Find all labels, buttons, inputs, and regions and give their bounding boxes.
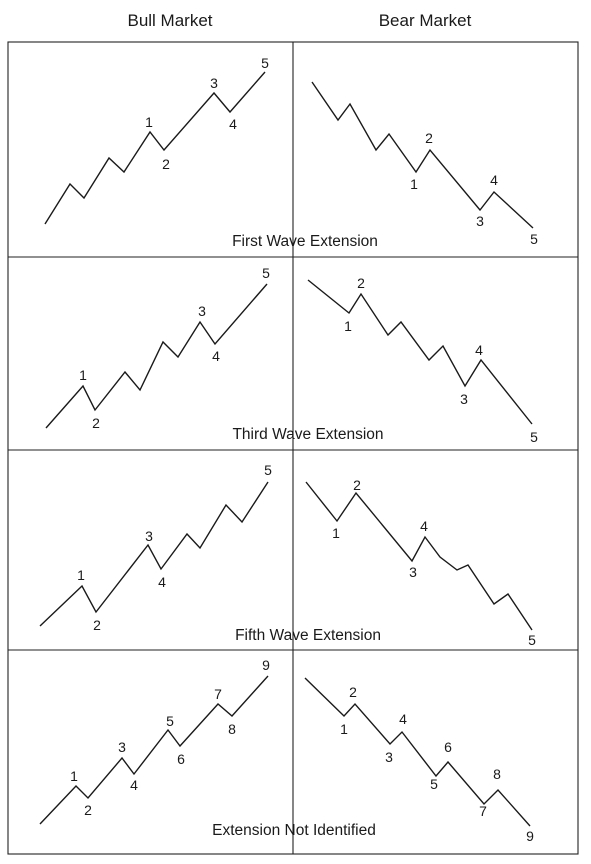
wave-label: 5: [530, 231, 538, 247]
wave-label: 9: [262, 657, 270, 673]
wave-label: 2: [349, 684, 357, 700]
wave-label: 2: [357, 275, 365, 291]
wave-label: 7: [479, 803, 487, 819]
wave-label: 4: [130, 777, 138, 793]
wave-label: 4: [229, 116, 237, 132]
wave-label: 6: [444, 739, 452, 755]
wave-label: 1: [77, 567, 85, 583]
wave-label: 8: [228, 721, 236, 737]
wave-label: 7: [214, 686, 222, 702]
panel-fifth-wave-extension: 1 2 3 4 5 1 2 3 4 5 Fifth Wave Extension: [39, 462, 536, 648]
wave-label: 4: [399, 711, 407, 727]
wave-label: 1: [70, 768, 78, 784]
wave-label: 4: [490, 172, 498, 188]
wave-label: 5: [430, 776, 438, 792]
wave-label: 5: [264, 462, 272, 478]
wave-label: 8: [493, 766, 501, 782]
panel-extension-not-identified: 1 2 3 4 5 6 7 8 9 1 2 3 4 5 6 7 8 9 Exte…: [39, 657, 534, 844]
panel-title: Third Wave Extension: [232, 426, 383, 443]
wave-label: 5: [261, 55, 269, 71]
bear-wave-line: [311, 81, 534, 229]
wave-label: 3: [385, 749, 393, 765]
bear-wave-line: [307, 279, 533, 425]
wave-label: 1: [410, 176, 418, 192]
wave-label: 2: [353, 477, 361, 493]
wave-label: 2: [84, 802, 92, 818]
panel-title: Extension Not Identified: [212, 822, 376, 839]
wave-label: 1: [145, 114, 153, 130]
wave-label: 5: [528, 632, 536, 648]
wave-label: 1: [344, 318, 352, 334]
wave-label: 2: [162, 156, 170, 172]
wave-label: 2: [93, 617, 101, 633]
wave-label: 3: [476, 213, 484, 229]
wave-label: 1: [340, 721, 348, 737]
wave-label: 4: [212, 348, 220, 364]
wave-label: 3: [118, 739, 126, 755]
wave-label: 5: [262, 265, 270, 281]
panel-third-wave-extension: 1 2 3 4 5 1 2 3 4 5 Third Wave Extension: [45, 265, 538, 445]
grid-frame: [7, 41, 579, 855]
wave-label: 3: [198, 303, 206, 319]
bull-wave-line: [39, 481, 269, 627]
wave-label: 9: [526, 828, 534, 844]
wave-label: 3: [210, 75, 218, 91]
bull-wave-line: [44, 71, 266, 225]
bull-wave-line: [45, 283, 268, 429]
bull-wave-line: [39, 675, 269, 825]
wave-label: 3: [145, 528, 153, 544]
wave-label: 5: [530, 429, 538, 445]
wave-label: 5: [166, 713, 174, 729]
wave-label: 1: [332, 525, 340, 541]
panel-first-wave-extension: 1 2 3 4 5 1 2 3 4 5 First Wave Extension: [44, 55, 538, 250]
wave-label: 2: [425, 130, 433, 146]
column-title-bear: Bear Market: [379, 11, 472, 30]
bear-wave-line: [304, 677, 531, 827]
wave-label: 3: [409, 564, 417, 580]
wave-label: 6: [177, 751, 185, 767]
wave-label: 3: [460, 391, 468, 407]
wave-label: 2: [92, 415, 100, 431]
panel-title: Fifth Wave Extension: [235, 627, 381, 644]
wave-label: 1: [79, 367, 87, 383]
panel-title: First Wave Extension: [232, 233, 378, 250]
bear-wave-line: [305, 481, 533, 631]
wave-label: 4: [158, 574, 166, 590]
wave-label: 4: [420, 518, 428, 534]
column-title-bull: Bull Market: [127, 11, 212, 30]
wave-label: 4: [475, 342, 483, 358]
